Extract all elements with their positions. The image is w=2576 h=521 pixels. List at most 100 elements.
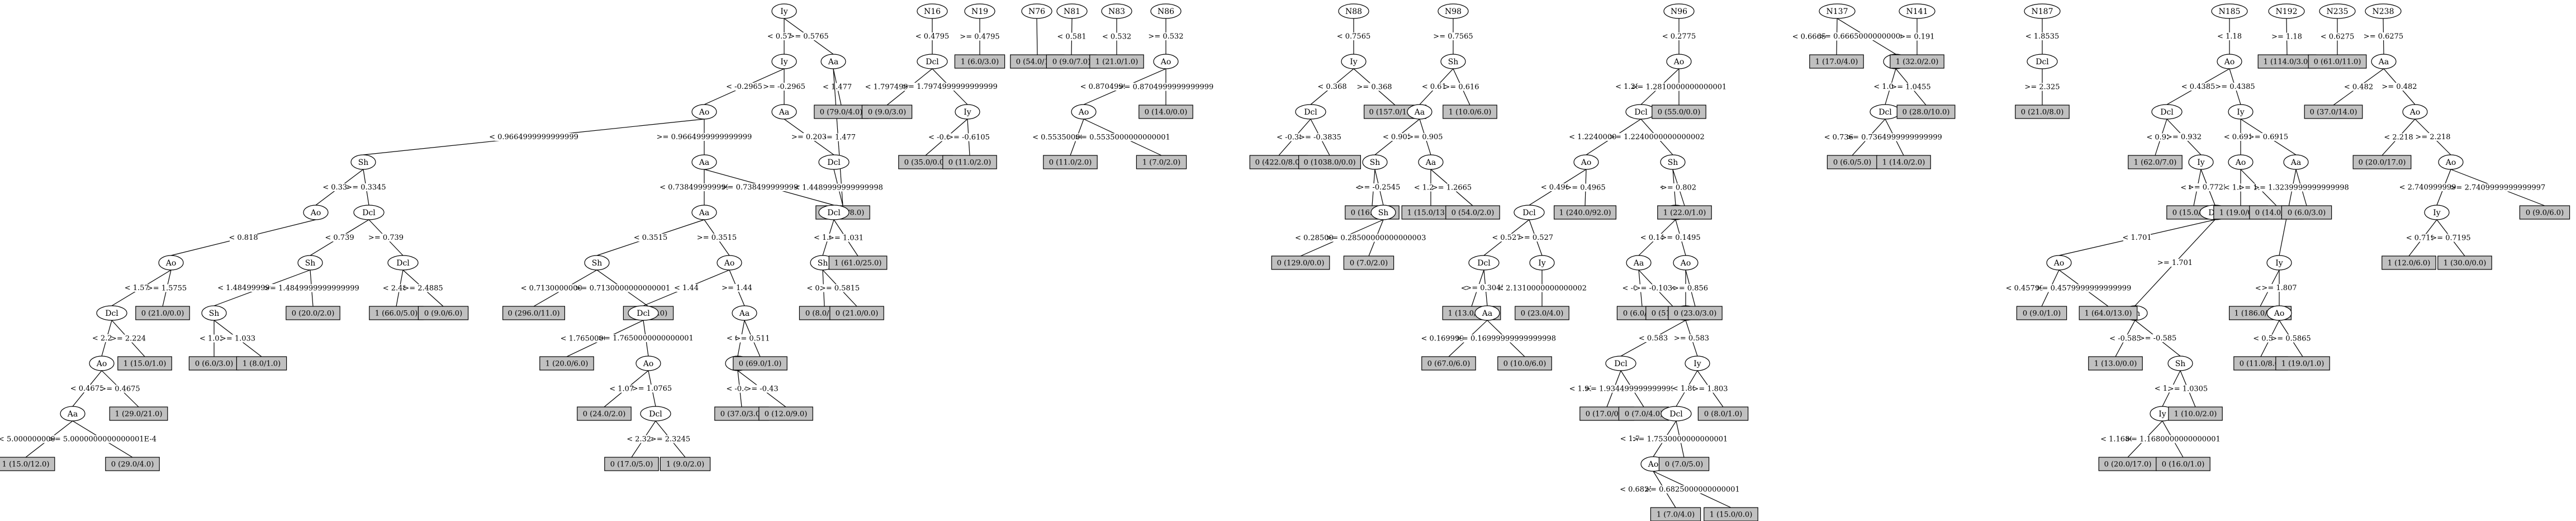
- split-node: Sh: [201, 305, 227, 321]
- leaf-box: [1704, 507, 1758, 521]
- leaf-box: [1809, 54, 1864, 69]
- edge-condition-label: < 0.7565: [1337, 32, 1371, 41]
- leaf-node: 0 (21.0/0.0): [135, 306, 190, 320]
- leaf-box: [1043, 155, 1098, 169]
- leaf-label: 1 (14.0/2.0): [1882, 159, 1925, 167]
- node-label: N16: [924, 7, 941, 16]
- split-node: N141: [1899, 3, 1935, 19]
- leaf-label: 1 (19.0/1.0): [2281, 360, 2324, 368]
- split-node: N187: [2024, 3, 2061, 19]
- node-label: Dcl: [2036, 58, 2049, 67]
- edge-condition-label: >= 1.5755: [147, 285, 187, 293]
- node-label: Sh: [1668, 158, 1678, 167]
- leaf-label: 0 (7.0/4.0): [1625, 410, 1663, 419]
- node-ellipse: [1407, 104, 1432, 120]
- node-ellipse: [1661, 406, 1692, 421]
- edge-condition-label: < 0.6275: [2321, 33, 2355, 41]
- split-node: Ao: [1573, 154, 1599, 170]
- leaf-label: 1 (66.0/5.0): [375, 310, 418, 318]
- edge-condition-label: < 1.033: [200, 335, 229, 343]
- leaf-label: 0 (20.0/2.0): [292, 310, 335, 318]
- node-ellipse: [2371, 54, 2397, 69]
- edge-condition-label: >= -0.6105: [947, 134, 990, 142]
- node-ellipse: [89, 356, 115, 371]
- split-node: Ao: [2046, 255, 2072, 271]
- edge-condition-label: >= 1.031: [828, 234, 864, 243]
- tree-edge: >= 0.3045: [1465, 269, 1506, 306]
- edge-condition-label: >= 0.7725: [2188, 183, 2228, 192]
- node-label: N86: [1157, 7, 1174, 16]
- node-ellipse: [917, 54, 948, 69]
- tree-edge: < 0.3345: [315, 169, 364, 206]
- leaf-label: 0 (21.0/8.0): [2021, 108, 2064, 117]
- edge-condition-label: >= 0.8704999999999999: [1118, 83, 1214, 92]
- tree-edge: >= 5.0000000000000001E-4: [49, 420, 156, 458]
- edge-condition-label: >= 0.511: [734, 335, 770, 343]
- leaf-box: [1271, 255, 1330, 270]
- leaf-node: 0 (23.0/4.0): [1515, 306, 1569, 320]
- node-ellipse: [1150, 3, 1182, 19]
- leaf-label: 0 (9.0/3.0): [868, 108, 906, 117]
- node-ellipse: [584, 255, 610, 271]
- leaf-node: 0 (14.0/0.0): [1138, 105, 1193, 119]
- node-label: Dcl: [396, 259, 410, 268]
- edge-condition-label: < 0.527: [1492, 234, 1521, 242]
- leaf-node: 0 (296.0/11.0): [502, 306, 565, 320]
- edge-condition-label: >= 0.4795: [960, 33, 999, 41]
- leaf-label: 0 (69.0/1.0): [739, 360, 782, 368]
- leaf-node: 0 (7.0/5.0): [1658, 457, 1710, 471]
- tree-edge: >= 2.3245: [651, 420, 690, 458]
- node-label: N81: [1064, 7, 1080, 16]
- tree-edge: >= 0.527: [1518, 219, 1553, 256]
- edge-condition-label: >= 0.6665000000000001: [1819, 32, 1914, 41]
- leaf-label: 0 (12.0/9.0): [765, 410, 808, 419]
- leaf-box: [2304, 105, 2363, 119]
- leaf-box: [135, 306, 190, 320]
- leaf-label: 0 (6.0/3.0): [2288, 209, 2326, 217]
- node-label: Ao: [724, 259, 735, 268]
- leaf-label: 1 (29.0/21.0): [115, 410, 163, 419]
- tree-edge: < 1.803: [1672, 370, 1701, 407]
- node-label: Dcl: [649, 410, 662, 419]
- edges-layer: < 0.5765>= 0.5765< -0.2965>= -0.2965< 1.…: [0, 18, 2545, 508]
- edge-condition-label: < 0.482: [2344, 83, 2373, 92]
- leaf-box: [2275, 356, 2330, 371]
- tree-edge: >= 0.856: [1673, 269, 1708, 307]
- split-node: Dcl: [353, 205, 385, 220]
- leaf-node: 0 (21.0/0.0): [829, 306, 884, 320]
- node-ellipse: [1341, 54, 1367, 69]
- leaf-label: 0 (24.0/2.0): [583, 410, 626, 419]
- leaf-node: 0 (23.0/3.0): [1668, 306, 1723, 320]
- node-ellipse: [1819, 3, 1856, 19]
- leaf-box: [2015, 105, 2070, 119]
- leaf-node: 0 (6.0/3.0): [188, 356, 240, 371]
- tree-edge: < 2.3245: [627, 420, 661, 458]
- edge-condition-label: >= 1.3239999999999998: [2254, 184, 2349, 192]
- node-label: Aa: [1425, 158, 1436, 167]
- tree-edge: < 0.739: [310, 219, 369, 256]
- split-node: Iy: [1529, 255, 1555, 271]
- leaf-label: 0 (61.0/11.0): [2314, 58, 2361, 67]
- tree-edge: < 0.532: [1102, 18, 1131, 55]
- leaf-node: 1 (64.0/13.0): [2079, 306, 2138, 320]
- split-node: Ao: [89, 356, 115, 371]
- leaf-label: 0 (79.0/4.0): [820, 108, 863, 117]
- node-ellipse: [1660, 154, 1686, 170]
- node-ellipse: [691, 205, 717, 220]
- leaf-box: [2308, 54, 2367, 69]
- node-label: Ao: [96, 359, 107, 368]
- split-node: Iy: [2266, 255, 2292, 271]
- leaf-label: 0 (6.0/5.0): [1833, 159, 1871, 167]
- node-ellipse: [2365, 3, 2402, 19]
- tree-edge: >= 0.368: [1353, 68, 1396, 106]
- edge-condition-label: < 1.803: [1672, 385, 1701, 393]
- edge-condition-label: >= 1.033: [220, 335, 255, 343]
- edge-condition-label: >= 0.5765: [789, 32, 828, 41]
- split-node: N96: [1663, 3, 1695, 19]
- leaf-node: 1 (6.0/3.0): [954, 54, 1005, 69]
- edge-condition-label: < 0.616: [1422, 83, 1451, 91]
- node-ellipse: [917, 3, 948, 19]
- leaf-box: [954, 54, 1005, 69]
- tree-edge: >= 0.5765: [784, 18, 834, 55]
- split-node: N238: [2365, 3, 2402, 19]
